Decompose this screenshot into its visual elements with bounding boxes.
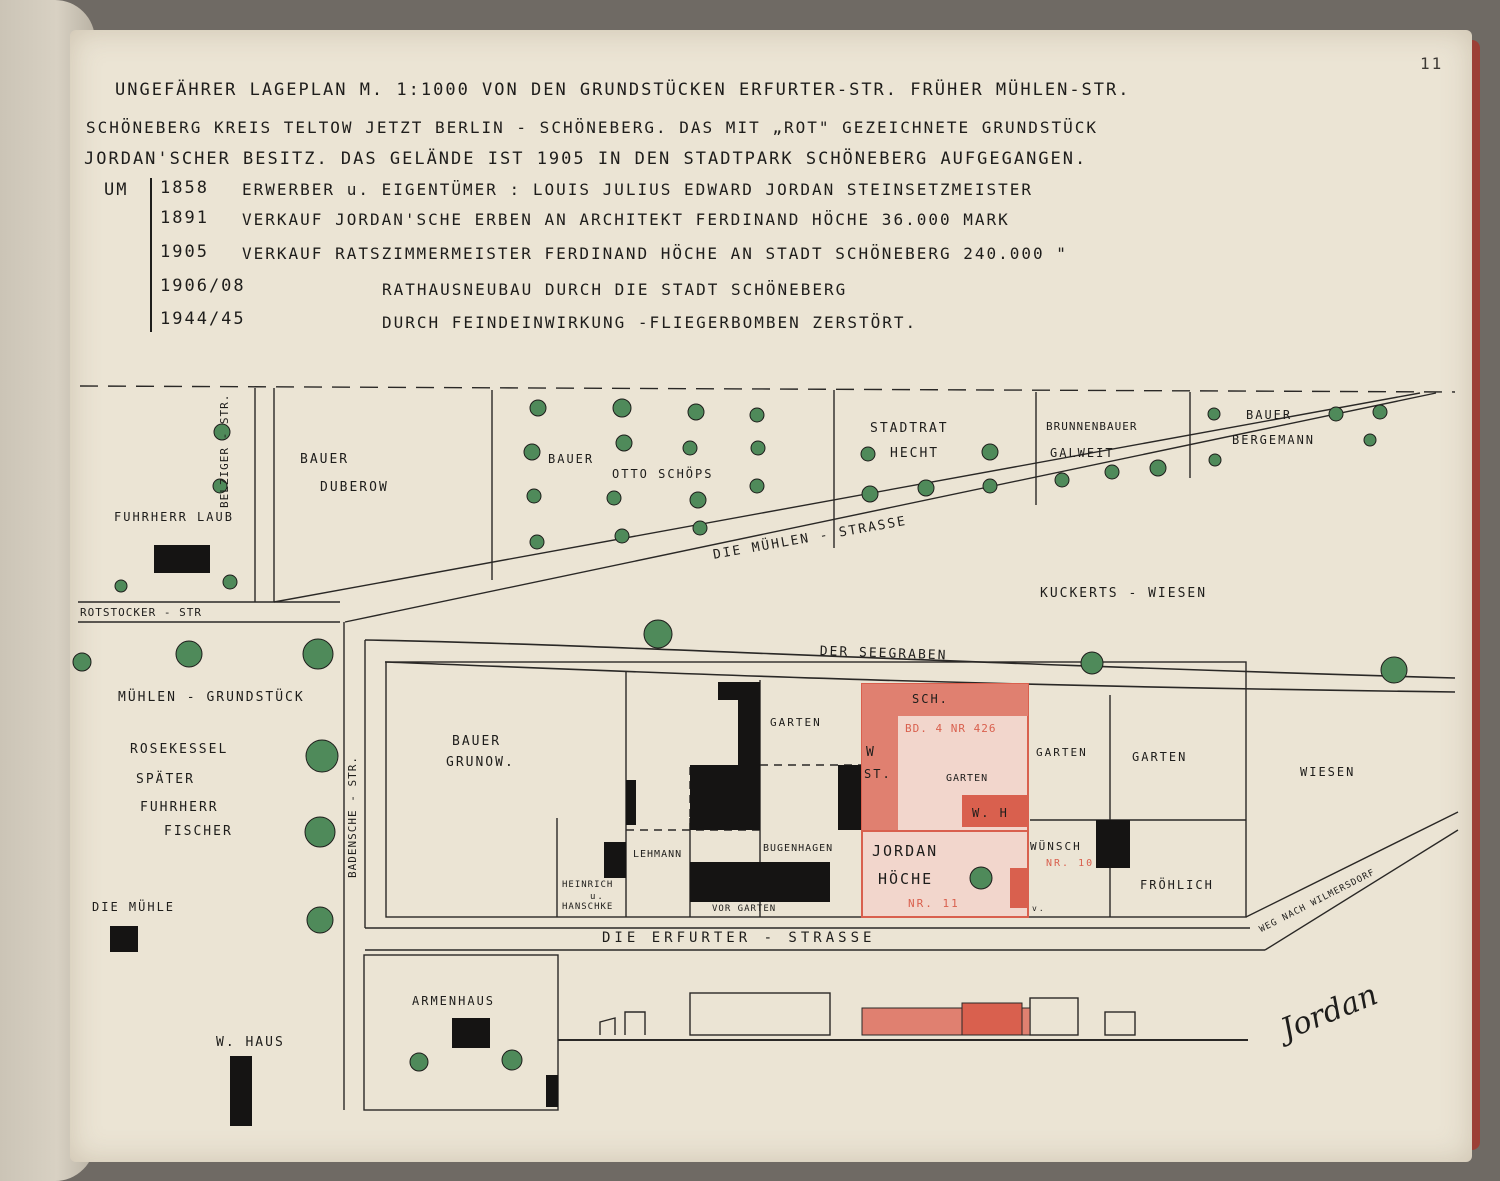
- map-label: NR. 10: [1046, 858, 1095, 869]
- map-label: GARTEN: [1036, 746, 1088, 759]
- map-label: GALWEIT: [1050, 446, 1115, 460]
- map-label: W. H: [972, 806, 1009, 820]
- map-label: u.: [590, 892, 605, 902]
- map-label: STADTRAT: [870, 421, 949, 436]
- history-year: 1858: [160, 178, 209, 198]
- map-label: VOR GARTEN: [712, 904, 777, 914]
- map-label: ROSEKESSEL: [130, 742, 229, 757]
- map-label: ST.: [864, 767, 892, 781]
- history-year: 1906/08: [160, 276, 246, 296]
- map-label: JORDAN: [872, 842, 939, 860]
- map-label: W: [866, 745, 876, 760]
- map-label: OTTO SCHÖPS: [612, 467, 714, 481]
- map-label: NR. 11: [908, 897, 960, 910]
- map-label: WIESEN: [1300, 765, 1356, 779]
- map-label: v.: [1032, 904, 1046, 913]
- header-um: UM: [104, 180, 129, 200]
- map-label: SCH.: [912, 692, 949, 706]
- map-label: W. HAUS: [216, 1035, 285, 1050]
- street-label: ROTSTOCKER - STR: [80, 606, 202, 619]
- map-label: BD. 4 NR 426: [905, 722, 997, 735]
- map-label: GARTEN: [770, 716, 822, 729]
- map-label: HÖCHE: [878, 870, 934, 888]
- map-label: FUHRHERR LAUB: [114, 510, 234, 524]
- history-divider: [150, 178, 152, 332]
- map-label: GRUNOW.: [446, 755, 515, 770]
- history-text: ERWERBER u. EIGENTÜMER : LOUIS JULIUS ED…: [242, 180, 1034, 199]
- jordan-property-red: [861, 683, 1031, 1036]
- muehlen-strasse-lower: [344, 392, 1437, 623]
- trees: [72, 398, 1408, 1072]
- top-dashed-boundary: [79, 385, 1456, 393]
- header-line-1: UNGEFÄHRER LAGEPLAN M. 1:1000 VON DEN GR…: [115, 80, 1131, 100]
- street-label: DIE ERFURTER - STRASSE: [602, 930, 876, 946]
- map-label: BRUNNENBAUER: [1046, 420, 1138, 433]
- map-label: BAUER: [300, 452, 350, 467]
- map-label: BERGEMANN: [1232, 433, 1316, 447]
- history-text: VERKAUF RATSZIMMERMEISTER FERDINAND HÖCH…: [242, 244, 1068, 263]
- map-label: MÜHLEN - GRUNDSTÜCK: [118, 690, 305, 705]
- header-line-2: SCHÖNEBERG KREIS TELTOW JETZT BERLIN - S…: [86, 118, 1099, 137]
- map-label: GARTEN: [1132, 750, 1188, 764]
- map-label: BAUER: [452, 734, 502, 749]
- street-label: BELZIGER - STR.: [218, 393, 231, 508]
- header-line-3: JORDAN'SCHER BESITZ. DAS GELÄNDE IST 190…: [84, 149, 1088, 169]
- map-label: DIE MÜHLE: [92, 900, 176, 914]
- map-label: DUBEROW: [320, 480, 389, 495]
- map-label: GARTEN: [946, 773, 989, 784]
- map-label: FRÖHLICH: [1140, 878, 1214, 892]
- map-label: BAUER: [548, 452, 595, 466]
- map-label: HANSCHKE: [562, 902, 614, 912]
- map-label: BAUER: [1246, 408, 1293, 422]
- map-label: SPÄTER: [136, 772, 195, 787]
- history-year: 1891: [160, 208, 209, 228]
- history-year: 1944/45: [160, 309, 246, 329]
- map-label: KUCKERTS - WIESEN: [1040, 586, 1208, 601]
- map-label: LEHMANN: [633, 849, 683, 860]
- map-label: FUHRHERR: [140, 800, 219, 815]
- page-number: 11: [1420, 54, 1444, 73]
- history-text: VERKAUF JORDAN'SCHE ERBEN AN ARCHITEKT F…: [242, 210, 1010, 229]
- map-label: ARMENHAUS: [412, 994, 496, 1008]
- map-label: WÜNSCH: [1030, 840, 1082, 853]
- map-label: BUGENHAGEN: [763, 843, 834, 854]
- street-label: BADENSCHE - STR.: [346, 756, 359, 878]
- map-label: HEINRICH: [562, 880, 614, 890]
- muehlen-strasse-upper: [273, 392, 1421, 603]
- history-text: RATHAUSNEUBAU DURCH DIE STADT SCHÖNEBERG: [382, 280, 848, 299]
- history-year: 1905: [160, 242, 209, 262]
- map-label: HECHT: [890, 446, 940, 461]
- buildings-black: [110, 545, 1130, 1126]
- history-text: DURCH FEINDEINWIRKUNG -FLIEGERBOMBEN ZER…: [382, 313, 918, 332]
- map-label: FISCHER: [164, 824, 233, 839]
